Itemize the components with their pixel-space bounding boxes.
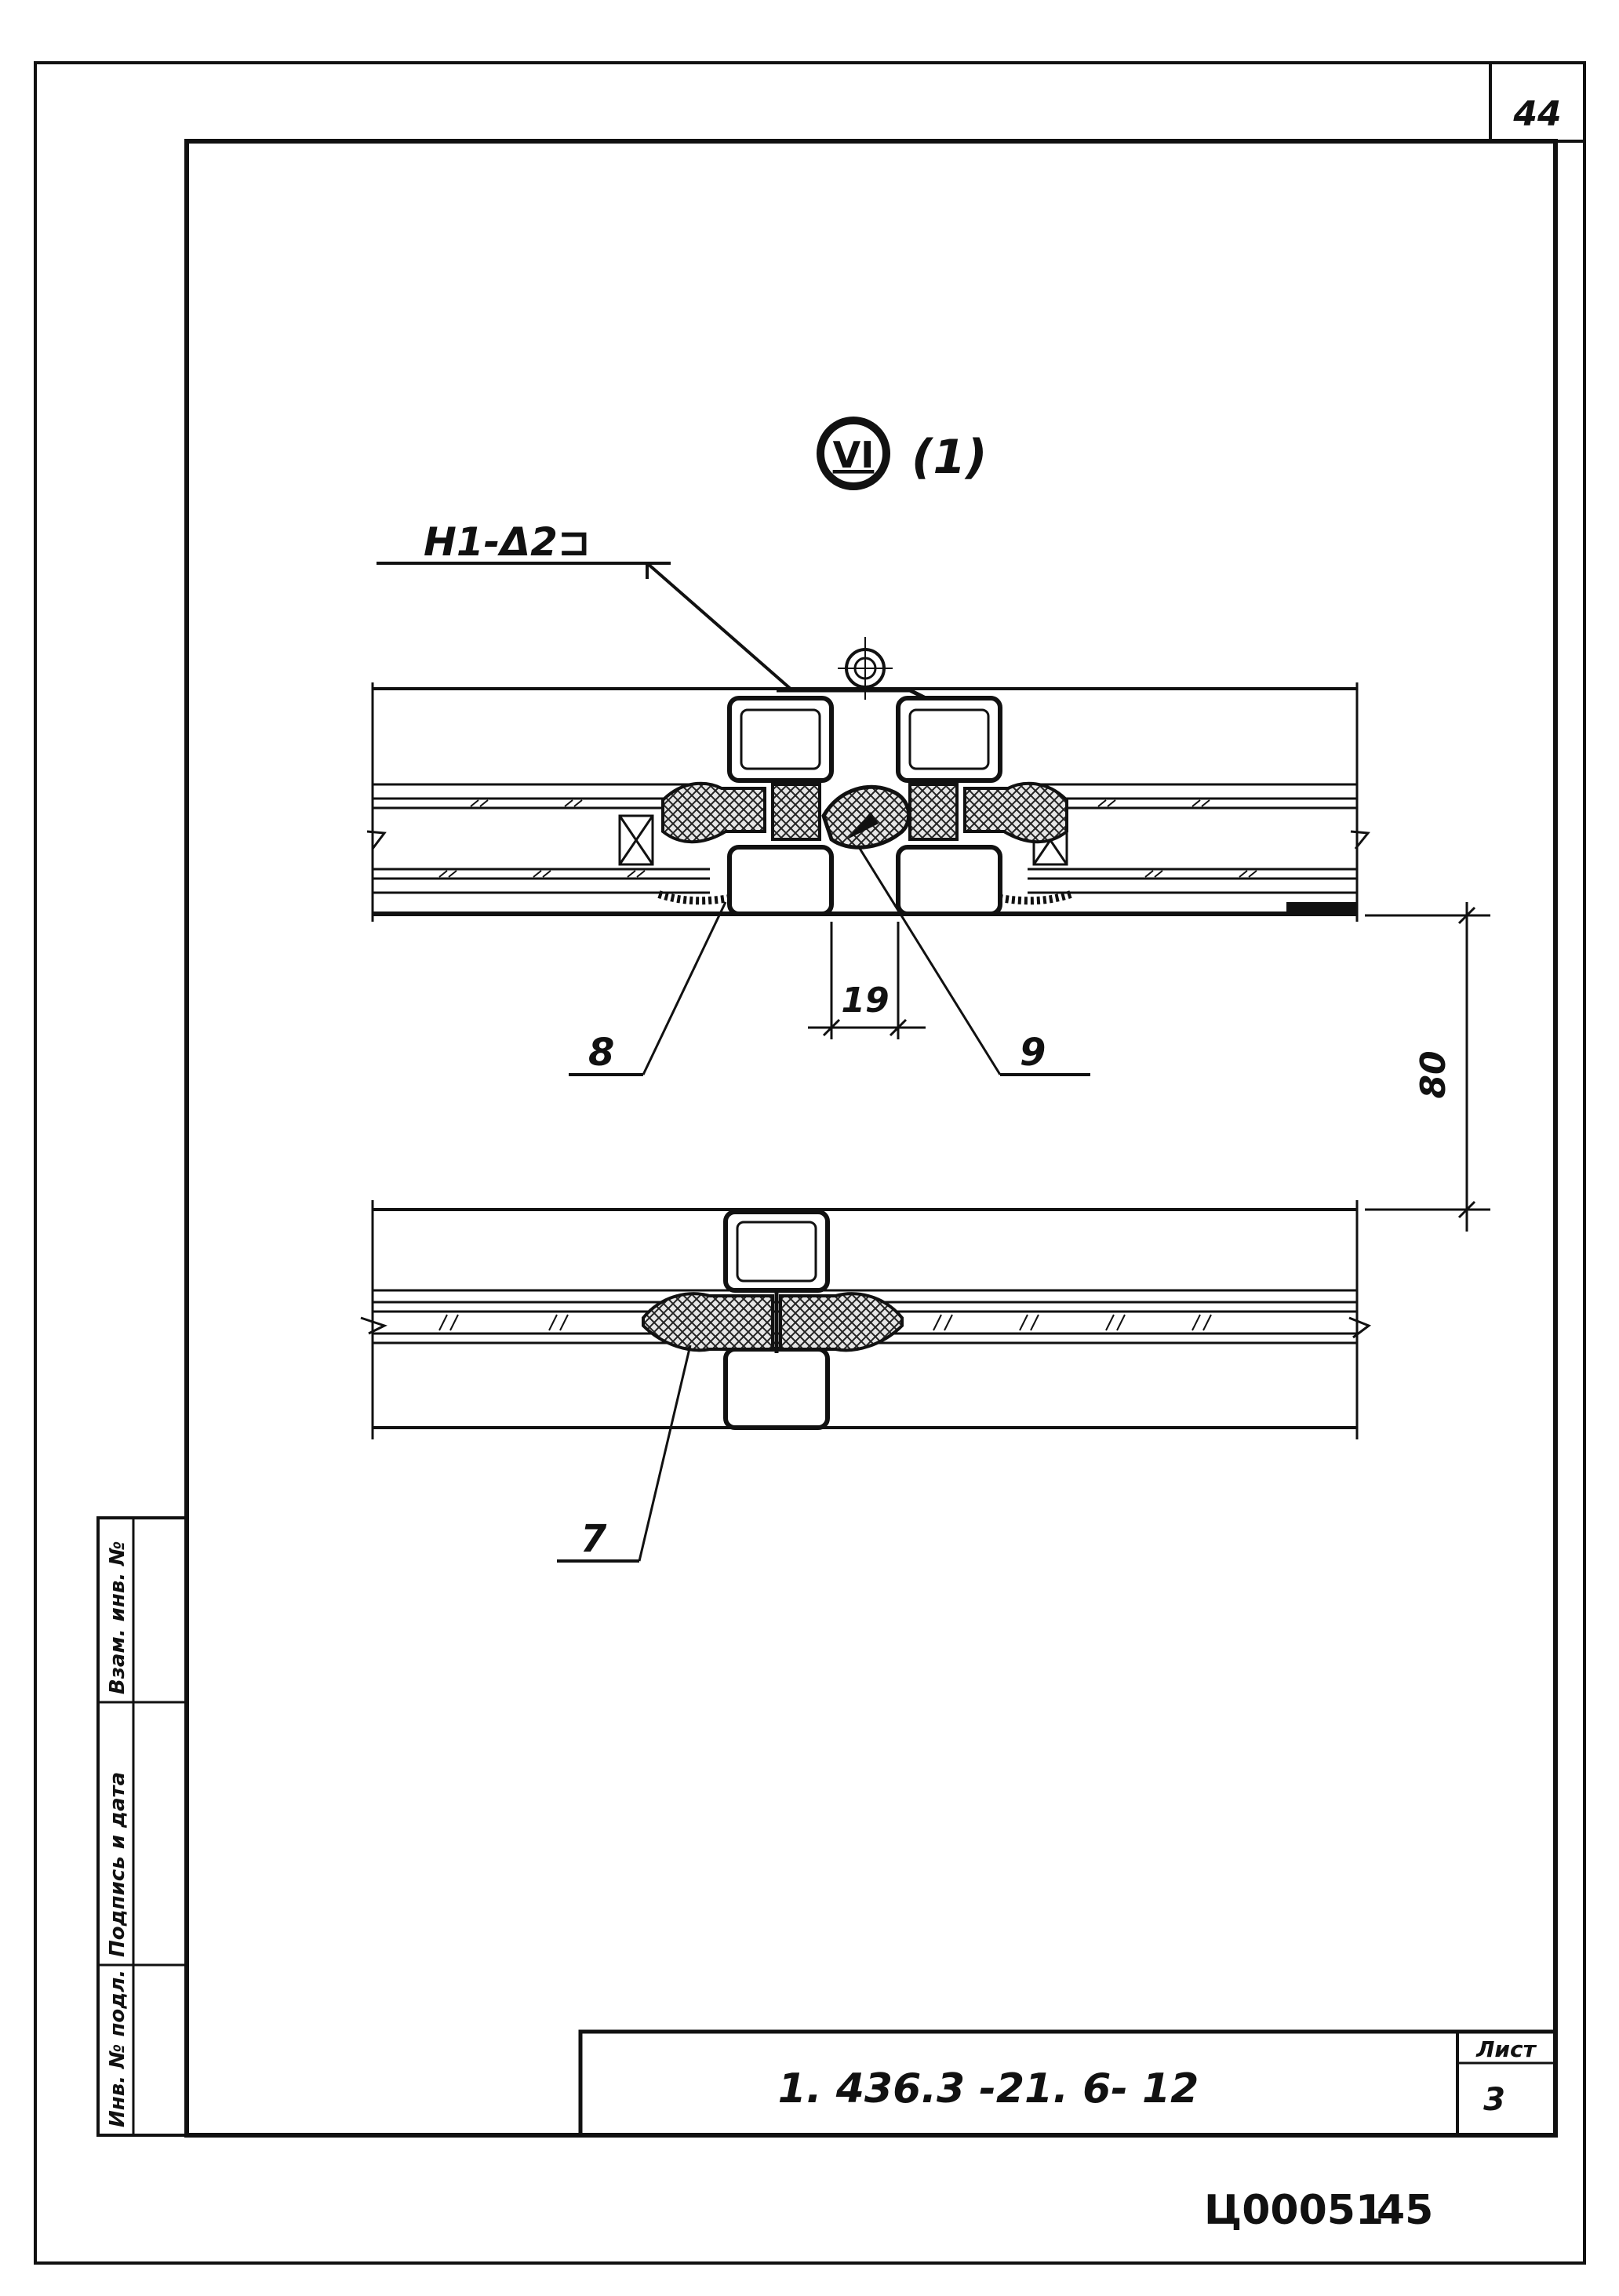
upper-joint-section bbox=[366, 637, 1370, 922]
callout-9: 9 bbox=[1020, 1031, 1046, 1075]
dimension-19: 19 bbox=[841, 981, 889, 1021]
callout-7: 7 bbox=[580, 1517, 607, 1561]
document-number: 1. 436.3 -21. 6- 12 bbox=[778, 2065, 1199, 2112]
archive-page: 45 bbox=[1377, 2187, 1433, 2234]
sheet-label: Лист bbox=[1475, 2036, 1537, 2062]
outer-border bbox=[34, 61, 1586, 2265]
lower-joint-section bbox=[360, 1200, 1372, 1439]
view-label-circle bbox=[817, 417, 890, 490]
view-label-suffix: (1) bbox=[911, 430, 988, 485]
sheet-number: 3 bbox=[1483, 2082, 1505, 2118]
approval-stamp bbox=[96, 1516, 188, 2137]
stamp-col-1: Инв. № подл. bbox=[106, 1970, 129, 2127]
callout-8: 8 bbox=[588, 1031, 614, 1075]
view-label-numeral: VI bbox=[833, 434, 875, 476]
title-block bbox=[578, 2029, 1558, 2138]
stamp-col-3: Взам. инв. № bbox=[106, 1541, 129, 1695]
stamp-col-2: Подпись и дата bbox=[106, 1772, 129, 1957]
page-number-box bbox=[1489, 61, 1586, 143]
archive-code: Ц00051 bbox=[1204, 2187, 1384, 2234]
dimension-80: 80 bbox=[1413, 1050, 1453, 1098]
weld-callout: Н1-Δ2⊐ bbox=[424, 519, 591, 565]
page-number: 44 bbox=[1512, 94, 1561, 134]
